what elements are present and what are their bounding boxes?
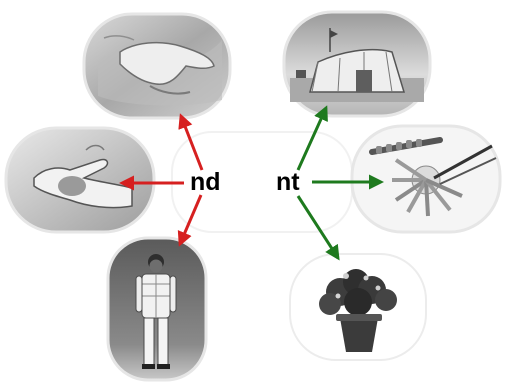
picture-boy-standing <box>108 238 206 380</box>
nt-arrow-to-tent <box>298 108 326 170</box>
picture-hand-in-sand <box>84 14 230 118</box>
picture-potted-plant <box>290 254 426 360</box>
nt-label: nt <box>276 170 300 195</box>
picture-tent <box>284 12 430 116</box>
nt-arrows <box>298 108 381 258</box>
picture-open-hand <box>6 128 154 232</box>
nd-label: nd <box>190 170 221 195</box>
picture-paint-palette <box>352 126 500 232</box>
